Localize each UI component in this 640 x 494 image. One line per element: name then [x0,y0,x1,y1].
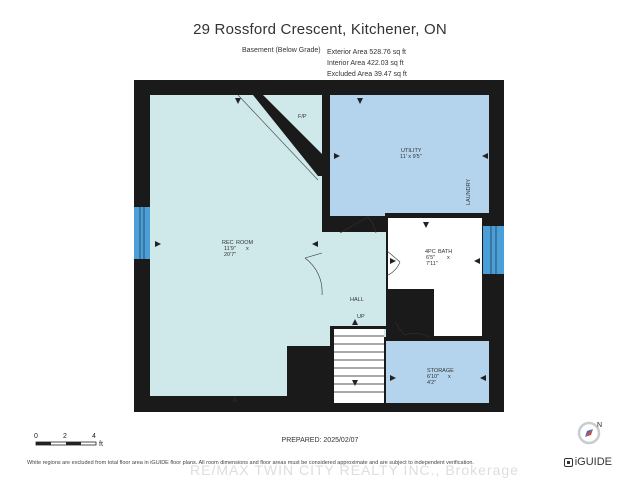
utility-dim: 11' x 9'5" [400,154,422,160]
stair-header-wall [330,326,386,329]
svg-text:N: N [597,422,602,429]
bath-dim-x: x [447,255,450,261]
brokerage-watermark: RE/MAX TWIN CITY REALTY INC., Brokerage [190,462,519,478]
iguide-brand: iGUIDE [563,456,612,468]
window-east [483,226,504,274]
scale-tick-0: 0 [34,433,38,440]
rec-room-name-1: REC [222,240,234,246]
disclaimer-footnote: White regions are excluded from total fl… [27,460,474,466]
stair-left-wall [330,326,334,406]
rec-room-area [150,95,322,396]
storage-dim-2: 4'2" [427,380,436,386]
fireplace-outline [237,94,319,181]
window-east-lines [490,226,497,274]
window-west [134,207,150,259]
rec-room-dim-x: x [246,246,249,252]
door-swings [304,216,431,338]
window-west-lines [139,207,145,259]
iguide-logo-icon [563,457,573,467]
stairs [334,328,384,403]
excluded-area: Excluded Area 39.47 sq ft [327,71,407,78]
stairs-up-label: UP [357,314,365,320]
storage-area [386,341,489,403]
prepared-date: PREPARED: 2025/02/07 [281,437,359,444]
compass-icon: N [577,421,602,445]
scale-tick-2: 2 [63,433,67,440]
storage-dim-x: x [448,374,451,380]
scale-unit: ft [99,441,103,448]
storage-dim-1: 6'10" [427,374,439,380]
rec-room-dim-2: 20'7" [224,252,236,258]
fireplace-wall [253,95,330,176]
exterior-area: Exterior Area 528.76 sq ft [327,49,406,56]
area-summary: Exterior Area 528.76 sq ft Interior Area… [327,47,407,80]
fireplace-label: F/P [298,114,307,120]
dimension-arrows [155,98,488,402]
iguide-brand-label: iGUIDE [574,456,612,468]
hall-label: HALL [350,297,364,303]
bath-dim-2: 7'11" [426,261,438,267]
scale-bar: 0 2 4 ft [34,433,103,448]
rec-room-name-2: ROOM [236,240,254,246]
property-address-title: 29 Rossford Crescent, Kitchener, ON [193,21,447,38]
hall-area [330,232,386,337]
bath-name-1: 4PC [425,249,436,255]
interior-area: Interior Area 422.03 sq ft [327,60,404,67]
utility-name: UTILITY [401,148,422,154]
storage-name: STORAGE [427,368,454,374]
scale-tick-4: 4 [92,433,96,440]
laundry-label: LAUNDRY [466,178,472,205]
bath-area [388,218,482,336]
hall-connector [322,232,330,346]
bath-name-2: BATH [438,249,452,255]
utility-room-area [330,95,489,216]
floor-level-label: Basement (Below Grade) [242,47,321,54]
stair-treads [334,335,384,393]
rec-room-dim-1: 11'9" [224,246,236,252]
bath-dim-1: 6'5" [426,255,435,261]
